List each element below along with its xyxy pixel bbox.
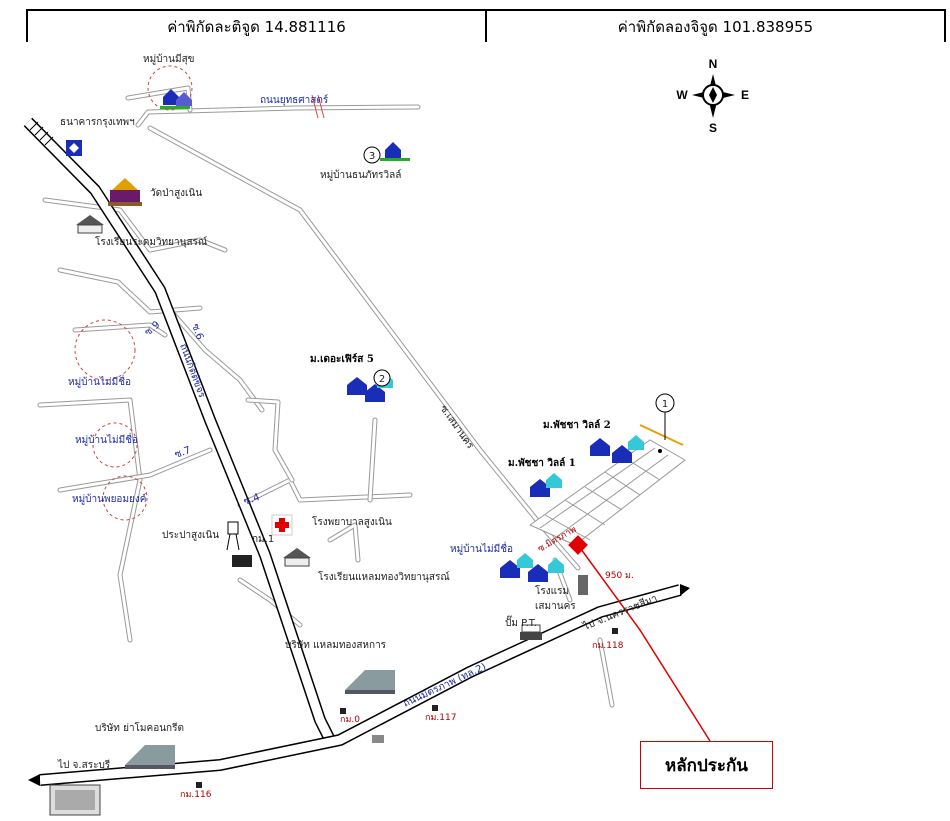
school-icon (76, 215, 104, 234)
hotel-icon (578, 575, 588, 595)
numbered-marker: 3 (363, 146, 381, 164)
label-m-phatcha-2: ม.พัชชา วิลล์ 2 (543, 419, 611, 431)
svg-text:N: N (709, 57, 718, 71)
svg-text:E: E (741, 88, 749, 102)
minor-roads (37, 85, 615, 708)
label-wat-pa: วัดป่าสูงเนิน (150, 188, 202, 199)
label-m-the-first-5: ม.เดอะเฟิร์ส 5 (310, 353, 374, 365)
label-km0: กม.0 (340, 715, 360, 725)
label-school-mattayom: โรงเรียนระดมวิทยานุสรณ์ (95, 235, 207, 248)
bridge-icon (311, 94, 325, 119)
label-hospital: โรงพยาบาลสูงเนิน (312, 515, 392, 528)
point-icon (658, 449, 662, 453)
water-tower-icon (226, 521, 252, 567)
label-village-no-name-1: หมู่บ้านไม่มีชื่อ (68, 374, 131, 388)
label-road-yuthasat: ถนนยุทธศาสตร์ (260, 94, 329, 106)
label-company-laemthong: บริษัท แหลมทองสหการ (285, 640, 387, 651)
collateral-pointer-line (577, 544, 711, 742)
label-prapa: ประปาสูงเนิน (162, 530, 219, 541)
highway-mittraphap (39, 584, 682, 786)
svg-text:3: 3 (369, 151, 375, 162)
main-road-vertical (23, 117, 336, 743)
arrow-left-icon (28, 774, 40, 786)
svg-text:2: 2 (379, 374, 385, 385)
label-to-saraburi: ไป จ.สระบุรี (57, 759, 111, 771)
numbered-marker: 1 (655, 393, 675, 413)
house-icon (347, 377, 385, 402)
coordinate-header: ค่าพิกัดละติจูด 14.881116 ค่าพิกัดลองจิจ… (26, 9, 946, 42)
arrow-right-icon (680, 584, 690, 596)
label-m-phatcha-1: ม.พัชชา วิลล์ 1 (508, 457, 576, 469)
label-road-mittraphap: ถนนมิตรภาพ (ทล.2) (402, 662, 489, 710)
label-hotel-1: โรงแรม (535, 584, 569, 597)
label-village-no-name-3: หมู่บ้านไม่มีชื่อ (450, 541, 513, 555)
label-village-misuk: หมู่บ้านมีสุข (143, 53, 195, 65)
label-village-thanaphat: หมู่บ้านธนภัทรวิลล์ (320, 169, 401, 181)
village-circles (74, 65, 193, 521)
km-marker-icon (196, 628, 618, 788)
label-km116: กม.116 (180, 790, 212, 800)
stripe-icon (29, 121, 54, 146)
village-icon (160, 89, 410, 161)
bank-icon (66, 140, 82, 156)
gas-station-icon (520, 624, 542, 640)
label-soi-9: ซ.9 (143, 319, 163, 338)
label-bangkok-bank: ธนาคารกรุงเทพฯ (60, 117, 135, 128)
label-school-laemthong: โรงเรียนแหลมทองวิทยานุสรณ์ (318, 570, 450, 583)
temple-icon (108, 178, 142, 206)
label-soi-4: ซ.4 (242, 492, 261, 508)
collateral-marker (568, 535, 588, 555)
svg-text:W: W (676, 88, 688, 102)
building-icon (49, 784, 101, 816)
compass-rose: N S W E (676, 57, 749, 135)
school-icon (283, 548, 311, 567)
label-soi-semanakorn: ซ.เสมานคร (438, 403, 476, 451)
label-km1: กม.1 (252, 534, 274, 545)
factory-icon (125, 745, 175, 769)
latitude-label: ค่าพิกัดละติจูด 14.881116 (167, 17, 346, 36)
boundary-line (639, 424, 684, 446)
label-pump: ปั๊ม P.T. (505, 615, 537, 629)
label-village-phayom: หมู่บ้านพยอมยงค์ (72, 493, 146, 505)
house-icon (517, 435, 644, 573)
longitude-label: ค่าพิกัดลองจิจูด 101.838955 (485, 11, 944, 42)
numbered-marker: 2 (373, 369, 391, 387)
label-company-yamo: บริษัท ย่าโมคอนกรีต (95, 721, 184, 734)
label-hotel-2: เสมานคร (535, 601, 576, 612)
label-soi-6: ซ.6 (189, 322, 205, 341)
label-km118: กม.118 (592, 641, 624, 651)
house-icon (500, 438, 632, 582)
svg-text:S: S (709, 121, 717, 135)
svg-text:1: 1 (662, 399, 668, 410)
label-soi-7: ซ.7 (173, 445, 192, 461)
label-village-no-name-2: หมู่บ้านไม่มีชื่อ (75, 432, 138, 446)
collateral-label-box: หลักประกัน (640, 741, 773, 789)
label-distance: 950 ม. (605, 571, 634, 581)
label-km117: กม.117 (425, 713, 456, 723)
factory-icon (345, 670, 395, 694)
hospital-icon (271, 514, 293, 536)
